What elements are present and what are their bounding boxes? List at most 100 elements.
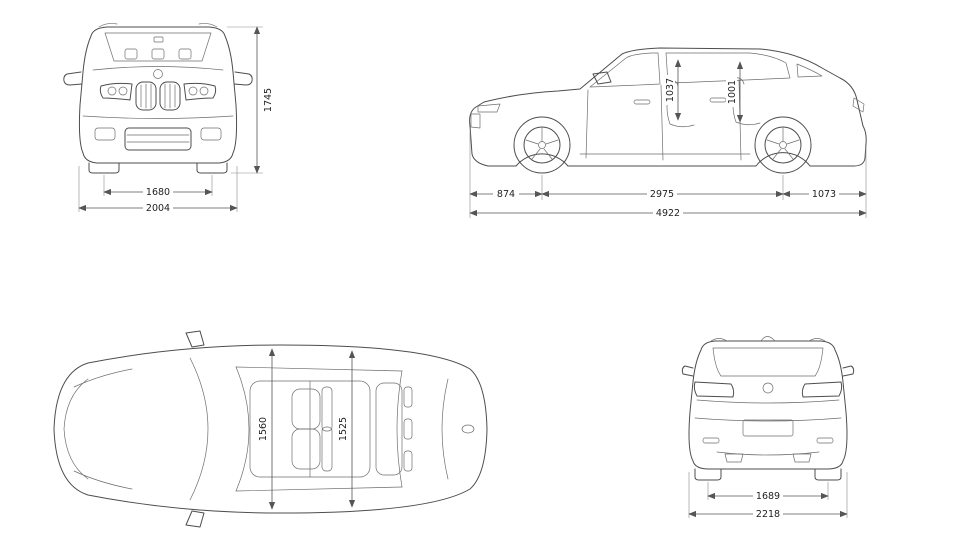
exhaust-right bbox=[792, 453, 812, 463]
door-handle-rear bbox=[709, 97, 727, 103]
rear-wheel bbox=[754, 116, 812, 174]
windshield-top bbox=[235, 366, 250, 492]
headlight-left bbox=[99, 82, 133, 101]
reflector-left bbox=[702, 437, 720, 444]
height-extension-lines bbox=[227, 26, 263, 174]
top-mirror-right bbox=[185, 510, 205, 528]
hood-line bbox=[92, 66, 224, 71]
rear-track-label-bg bbox=[753, 490, 783, 501]
rear-car-drawing bbox=[681, 336, 855, 481]
front-body-outline bbox=[78, 26, 238, 164]
track-dim-label: 1680 bbox=[146, 187, 170, 198]
top-body-outline bbox=[53, 344, 488, 514]
top-car-drawing bbox=[53, 330, 488, 528]
headroom-front-label-group: 1037 bbox=[664, 75, 676, 105]
grille-right-kidney bbox=[159, 81, 181, 111]
bumper-line bbox=[82, 115, 234, 119]
length-extension-lines bbox=[469, 132, 867, 218]
width-extension-lines bbox=[78, 166, 238, 212]
height-dim-label-group: 1745 bbox=[263, 88, 274, 112]
wheelbase-label: 2975 bbox=[650, 189, 674, 200]
windshield bbox=[104, 32, 212, 62]
headlight-left-ring2 bbox=[118, 86, 128, 96]
headroom-rear-label-group: 1001 bbox=[726, 77, 738, 107]
front-wheel bbox=[513, 116, 571, 174]
rear-glass-edge bbox=[441, 378, 449, 480]
headlight-right-ring2 bbox=[188, 86, 198, 96]
rear-body-outline bbox=[688, 340, 848, 470]
quarter-window bbox=[796, 63, 823, 78]
taillight-right bbox=[801, 381, 843, 398]
rear-width-label-bg bbox=[753, 508, 783, 519]
front-overhang-label-bg bbox=[493, 188, 519, 199]
top-mirror-left bbox=[185, 330, 205, 348]
headlight-right bbox=[183, 82, 217, 101]
side-mirror bbox=[592, 71, 612, 85]
front-overhang-label: 874 bbox=[497, 189, 515, 200]
bmw-roundel-icon bbox=[153, 69, 163, 79]
shoulder-rear-label-group: 1525 bbox=[337, 414, 349, 444]
headrest-left bbox=[124, 48, 138, 60]
grille-slats bbox=[140, 83, 176, 109]
rear-mirror-left bbox=[681, 365, 694, 377]
rear-door-window bbox=[665, 52, 791, 84]
headrest-right bbox=[178, 48, 192, 60]
side-car-drawing bbox=[469, 47, 867, 174]
front-seats bbox=[291, 386, 333, 472]
side-headlight bbox=[477, 103, 501, 113]
lower-intake bbox=[124, 127, 192, 151]
rear-width-label: 2218 bbox=[756, 509, 780, 520]
front-dimensions: 1745 1680 2004 bbox=[78, 26, 274, 214]
rear-dimensions: 1689 2218 bbox=[688, 472, 848, 520]
rear-window bbox=[712, 347, 824, 377]
fog-light-right bbox=[200, 127, 222, 141]
tailgate-seam bbox=[696, 399, 840, 404]
headlight-right-ring bbox=[199, 86, 209, 96]
front-door-window bbox=[589, 52, 661, 88]
reflector-right bbox=[816, 437, 834, 444]
top-dimensions: 1560 1525 bbox=[257, 348, 356, 510]
side-view: 1037 1001 874 2975 1073 4922 bbox=[469, 47, 867, 219]
headlight-left-ring bbox=[107, 86, 117, 96]
front-tire-left bbox=[88, 162, 120, 174]
door-handle-front bbox=[633, 99, 651, 105]
rear-bench bbox=[375, 382, 413, 476]
taillight-left bbox=[693, 381, 735, 398]
roof-side-edges bbox=[235, 366, 403, 492]
diffuser-line bbox=[716, 451, 820, 456]
rear-roof-edge bbox=[396, 370, 403, 488]
headroom-rear-label: 1001 bbox=[727, 80, 738, 104]
hood-creases bbox=[63, 368, 133, 490]
exhaust-left bbox=[724, 453, 744, 463]
rear-track-label: 1689 bbox=[756, 491, 780, 502]
length-label: 4922 bbox=[656, 208, 680, 219]
width-label-bg bbox=[143, 202, 173, 213]
side-dimensions: 1037 1001 874 2975 1073 4922 bbox=[469, 59, 867, 219]
shoulder-front-label-group: 1560 bbox=[257, 414, 269, 444]
rear-view: 1689 2218 bbox=[681, 336, 855, 520]
front-view: 1745 1680 2004 bbox=[63, 23, 274, 214]
top-view: 1560 1525 bbox=[53, 330, 488, 528]
side-body-outline bbox=[469, 47, 867, 167]
license-plate-recess bbox=[742, 419, 794, 437]
roof-rails bbox=[98, 23, 218, 28]
headroom-front-label: 1037 bbox=[665, 78, 676, 102]
track-label-bg bbox=[143, 186, 173, 197]
rear-tire-right bbox=[814, 468, 842, 481]
rearview-mirror bbox=[153, 36, 164, 43]
headrest-center bbox=[151, 48, 165, 60]
windshield-base bbox=[189, 357, 209, 501]
rear-overhang-label-bg bbox=[809, 188, 839, 199]
rear-antenna-fin bbox=[760, 336, 776, 342]
rear-tire-left bbox=[694, 468, 722, 481]
front-tire-right bbox=[196, 162, 228, 174]
rear-bmw-roundel-icon bbox=[762, 382, 774, 394]
rear-overhang-label: 1073 bbox=[812, 189, 836, 200]
shoulder-rear-label: 1525 bbox=[338, 417, 349, 441]
bumper-top-line bbox=[694, 417, 842, 422]
rear-roof-rails bbox=[710, 338, 826, 342]
grille-left-kidney bbox=[135, 81, 157, 111]
rear-mirror-right bbox=[842, 365, 855, 377]
shoulder-front-label: 1560 bbox=[258, 417, 269, 441]
